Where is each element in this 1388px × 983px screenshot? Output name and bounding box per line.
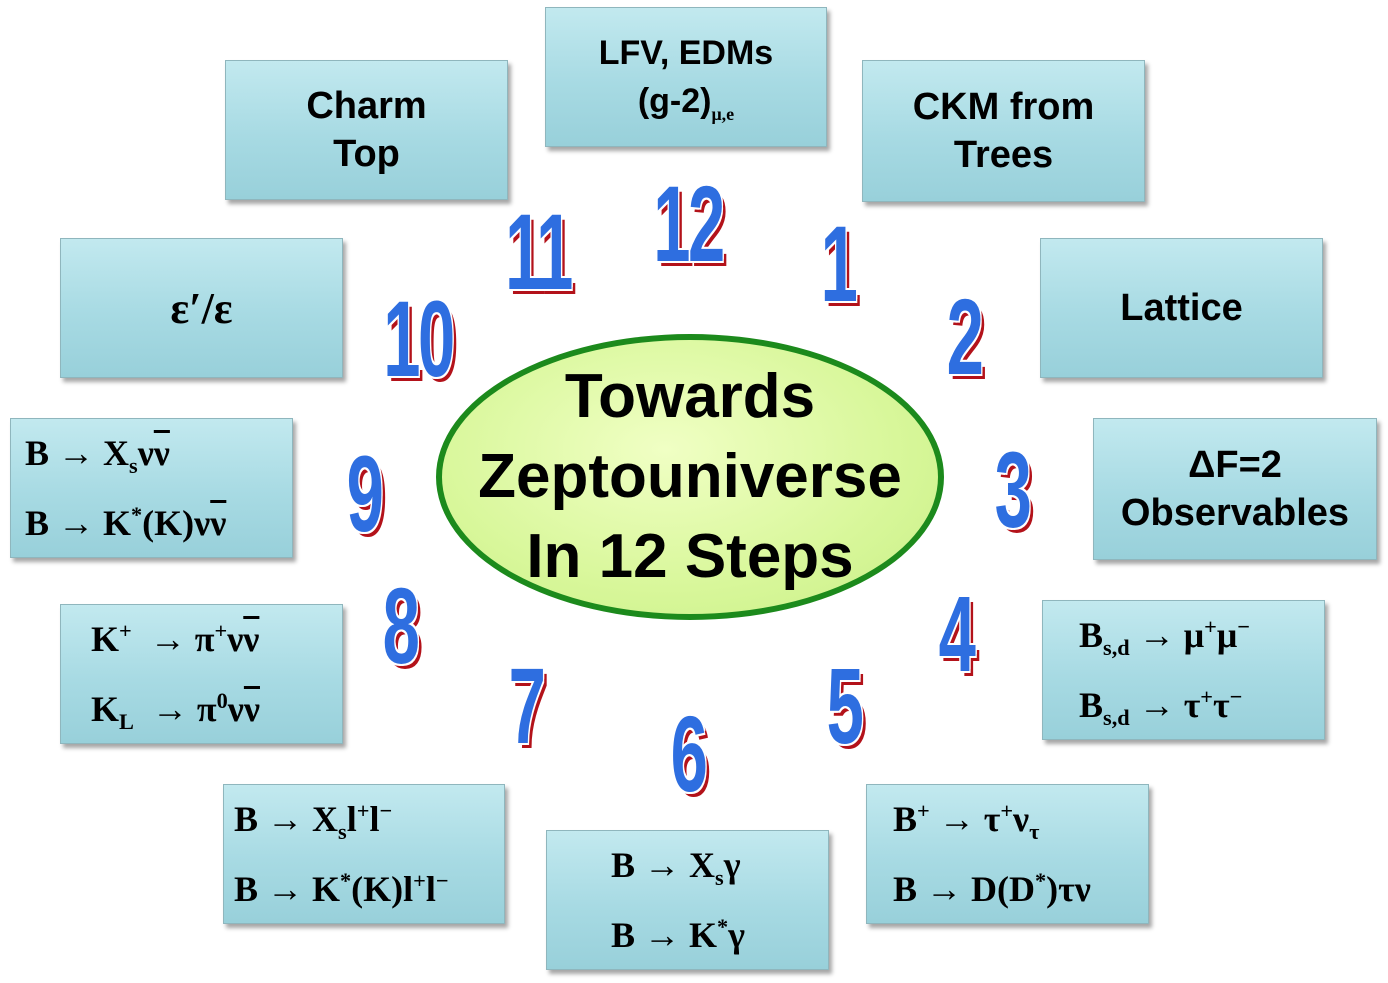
step-9-line2: B → K*(K)νν [25,502,227,543]
step-10-line1: ε′/ε [170,283,233,333]
step-12-line2: (g-2)μ,e [638,77,734,125]
clock-number-11: 11 [505,191,573,312]
step-3-line1: ΔF=2 [1188,444,1282,486]
step-5-line1: B+ → τ+ντ [893,798,1040,845]
step-5-line2: B → D(D*)τν [893,868,1091,909]
step-4-line1: Bs,d → μ+μ− [1079,614,1250,661]
box-step-8: K+ → π+νν KL → π0νν [60,604,343,744]
step-11-line2: Top [333,133,400,175]
step-6-line2: B → K*γ [611,914,746,955]
step-8-line2: KL → π0νν [91,688,260,735]
clock-number-1: 1 [820,203,858,324]
box-step-2: Lattice [1040,238,1323,378]
center-ellipse: Towards Zeptouniverse In 12 Steps [436,334,944,620]
step-1-line2: Trees [953,134,1054,176]
clock-number-4: 4 [938,573,976,694]
step-12-g2: (g-2) [637,82,712,120]
box-step-11: Charm Top [225,60,508,200]
clock-number-2: 2 [946,276,984,397]
box-step-5: B+ → τ+ντ B → D(D*)τν [866,784,1149,924]
box-step-6: B → Xsγ B → K*γ [546,830,829,970]
step-12-line1: LFV, EDMs [598,34,774,72]
box-step-7: B → Xsl+l− B → K*(K)l+l− [223,784,505,924]
step-2-line1: Lattice [1120,287,1243,329]
clock-number-3: 3 [994,429,1032,550]
step-11-line1: Charm [306,85,427,127]
step-9-line1: B → Xsνν [25,433,170,479]
box-step-3: ΔF=2 Observables [1093,418,1377,560]
step-3-line2: Observables [1120,492,1350,534]
step-12-sub: μ,e [711,103,735,124]
box-step-10: ε′/ε [60,238,343,378]
step-1-line1: CKM from [912,86,1095,128]
step-6-line1: B → Xsγ [611,845,741,891]
clock-number-5: 5 [826,645,864,766]
box-step-4: Bs,d → μ+μ− Bs,d → τ+τ− [1042,600,1325,740]
box-step-12: LFV, EDMs (g-2)μ,e [545,7,827,147]
center-title-line2: Zeptouniverse [478,442,902,511]
clock-number-8: 8 [382,565,420,686]
box-step-9: B → Xsνν B → K*(K)νν [10,418,293,558]
clock-number-9: 9 [346,433,384,554]
clock-number-12: 12 [653,163,725,284]
box-step-1: CKM from Trees [862,60,1145,202]
step-7-line2: B → K*(K)l+l− [234,868,449,909]
step-7-line1: B → Xsl+l− [234,798,393,845]
step-4-line2: Bs,d → τ+τ− [1079,684,1243,731]
clock-number-6: 6 [670,693,708,814]
center-title-line3: In 12 Steps [526,522,854,591]
clock-number-10: 10 [383,278,455,399]
center-title-line1: Towards [564,362,816,431]
clock-number-7: 7 [508,645,546,766]
step-8-line1: K+ → π+νν [91,618,260,659]
